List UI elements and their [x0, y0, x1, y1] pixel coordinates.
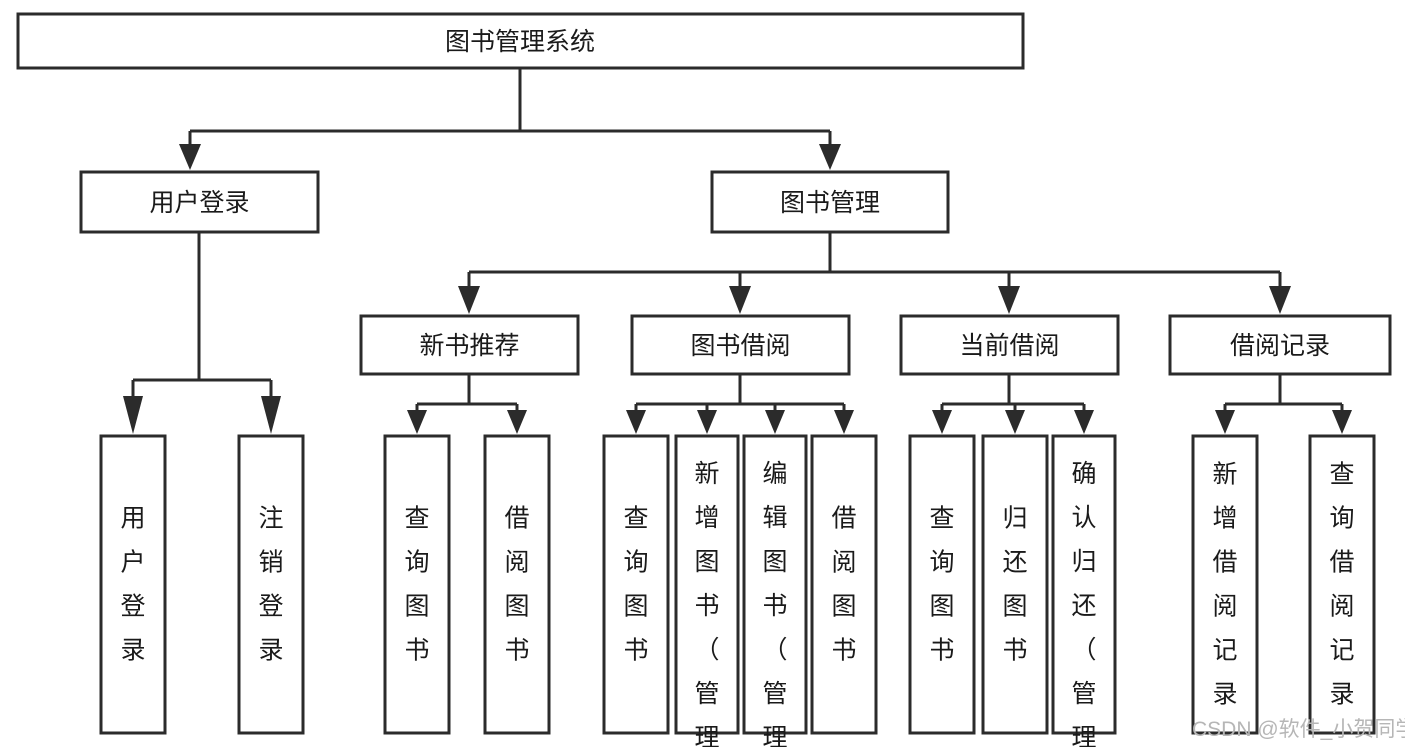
- leaf-node-group: 用户登录 注销登录 查询图书 借阅图书 查询图书 新增图书（管理员） 编辑图书（…: [99, 434, 1376, 747]
- node-book-borrow[interactable]: 图书借阅: [630, 314, 851, 376]
- node-book-management-label: 图书管理: [780, 189, 880, 217]
- arrowhead-leaf-edit-book-admin: [765, 410, 785, 434]
- node-leaf-logout-box[interactable]: [237, 434, 305, 735]
- node-leaf-add-book-admin-box[interactable]: [674, 434, 740, 735]
- node-root-label: 图书管理系统: [445, 28, 595, 56]
- arrowhead-leaf-query-borrow-record: [1332, 410, 1352, 434]
- connector-group: [123, 68, 1352, 434]
- arrowhead-current-borrow: [998, 286, 1020, 314]
- arrowhead-leaf-add-borrow-record: [1215, 410, 1235, 434]
- arrowhead-leaf-confirm-return-admin: [1074, 410, 1094, 434]
- arrowhead-leaf-add-book-admin: [697, 410, 717, 434]
- node-book-borrow-label: 图书借阅: [690, 332, 790, 360]
- node-leaf-return-book-box[interactable]: [981, 434, 1049, 735]
- node-book-management-box[interactable]: [710, 170, 950, 234]
- csdn-watermark: CSDN @软件_小贺同学: [1192, 718, 1405, 741]
- node-leaf-borrow-book-recommend[interactable]: 借阅图书: [483, 434, 551, 735]
- arrowhead-leaf-query-book-current: [932, 410, 952, 434]
- node-current-borrow-box[interactable]: [899, 314, 1120, 376]
- node-leaf-confirm-return-admin-label: 确认归还（管理员）: [1071, 460, 1096, 747]
- node-leaf-edit-book-admin[interactable]: 编辑图书（管理员）: [742, 434, 808, 747]
- node-user-login-box[interactable]: [79, 170, 320, 234]
- node-leaf-return-book-label: 归还图书: [1002, 505, 1027, 665]
- node-root[interactable]: 图书管理系统: [16, 12, 1025, 70]
- arrowhead-leaf-query-book-borrow: [626, 410, 646, 434]
- arrowhead-leaf-logout: [261, 396, 281, 434]
- node-leaf-query-borrow-record[interactable]: 查询借阅记录: [1308, 434, 1376, 735]
- node-borrow-records[interactable]: 借阅记录: [1168, 314, 1392, 376]
- node-leaf-confirm-return-admin[interactable]: 确认归还（管理员）: [1051, 434, 1117, 747]
- node-leaf-query-book-borrow-box[interactable]: [602, 434, 670, 735]
- node-leaf-borrow-book-recommend-box[interactable]: [483, 434, 551, 735]
- node-leaf-user-login-label: 用户登录: [120, 505, 145, 665]
- node-leaf-return-book[interactable]: 归还图书: [981, 434, 1049, 735]
- node-leaf-query-book-current-label: 查询图书: [929, 505, 954, 665]
- node-leaf-add-book-admin[interactable]: 新增图书（管理员）: [674, 434, 740, 747]
- node-user-login-label: 用户登录: [149, 189, 249, 217]
- node-leaf-query-book-recommend-label: 查询图书: [404, 505, 429, 665]
- node-leaf-query-borrow-record-box[interactable]: [1308, 434, 1376, 735]
- node-root-box[interactable]: [16, 12, 1025, 70]
- node-leaf-add-borrow-record[interactable]: 新增借阅记录: [1191, 434, 1259, 735]
- node-leaf-query-book-current[interactable]: 查询图书: [908, 434, 976, 735]
- node-book-management[interactable]: 图书管理: [710, 170, 950, 234]
- node-current-borrow-label: 当前借阅: [959, 332, 1059, 360]
- node-leaf-user-login-box[interactable]: [99, 434, 167, 735]
- node-leaf-add-book-admin-label: 新增图书（管理员）: [694, 460, 719, 747]
- arrowhead-book-management: [819, 144, 841, 170]
- node-leaf-borrow-book-box[interactable]: [810, 434, 878, 735]
- node-leaf-borrow-book-label: 借阅图书: [831, 505, 856, 665]
- node-leaf-query-book-recommend-box[interactable]: [383, 434, 451, 735]
- node-leaf-user-login[interactable]: 用户登录: [99, 434, 167, 735]
- arrowhead-leaf-borrow-book-recommend: [507, 410, 527, 434]
- arrowhead-leaf-borrow-book: [834, 410, 854, 434]
- node-leaf-query-borrow-record-label: 查询借阅记录: [1329, 461, 1354, 709]
- node-leaf-logout[interactable]: 注销登录: [237, 434, 305, 735]
- node-leaf-edit-book-admin-label: 编辑图书（管理员）: [762, 460, 787, 747]
- arrowhead-book-borrow: [729, 286, 751, 314]
- arrowhead-leaf-return-book: [1005, 410, 1025, 434]
- node-leaf-confirm-return-admin-box[interactable]: [1051, 434, 1117, 735]
- node-leaf-query-book-borrow[interactable]: 查询图书: [602, 434, 670, 735]
- node-leaf-query-book-current-box[interactable]: [908, 434, 976, 735]
- node-new-book-recommend-label: 新书推荐: [419, 332, 519, 360]
- arrowhead-borrow-records: [1269, 286, 1291, 314]
- node-user-login[interactable]: 用户登录: [79, 170, 320, 234]
- arrowhead-leaf-query-book-recommend: [407, 410, 427, 434]
- node-book-borrow-box[interactable]: [630, 314, 851, 376]
- node-new-book-recommend[interactable]: 新书推荐: [359, 314, 580, 376]
- node-new-book-recommend-box[interactable]: [359, 314, 580, 376]
- arrowhead-leaf-user-login: [123, 396, 143, 434]
- node-leaf-borrow-book[interactable]: 借阅图书: [810, 434, 878, 735]
- node-current-borrow[interactable]: 当前借阅: [899, 314, 1120, 376]
- node-leaf-edit-book-admin-box[interactable]: [742, 434, 808, 735]
- node-leaf-logout-label: 注销登录: [258, 505, 283, 665]
- node-leaf-query-book-recommend[interactable]: 查询图书: [383, 434, 451, 735]
- node-leaf-add-borrow-record-label: 新增借阅记录: [1212, 461, 1237, 709]
- node-leaf-query-book-borrow-label: 查询图书: [623, 505, 648, 665]
- node-borrow-records-label: 借阅记录: [1230, 332, 1330, 360]
- arrowhead-new-book-recommend: [458, 286, 480, 314]
- node-leaf-borrow-book-recommend-label: 借阅图书: [504, 505, 529, 665]
- node-leaf-add-borrow-record-box[interactable]: [1191, 434, 1259, 735]
- arrowhead-user-login: [179, 144, 201, 170]
- node-borrow-records-box[interactable]: [1168, 314, 1392, 376]
